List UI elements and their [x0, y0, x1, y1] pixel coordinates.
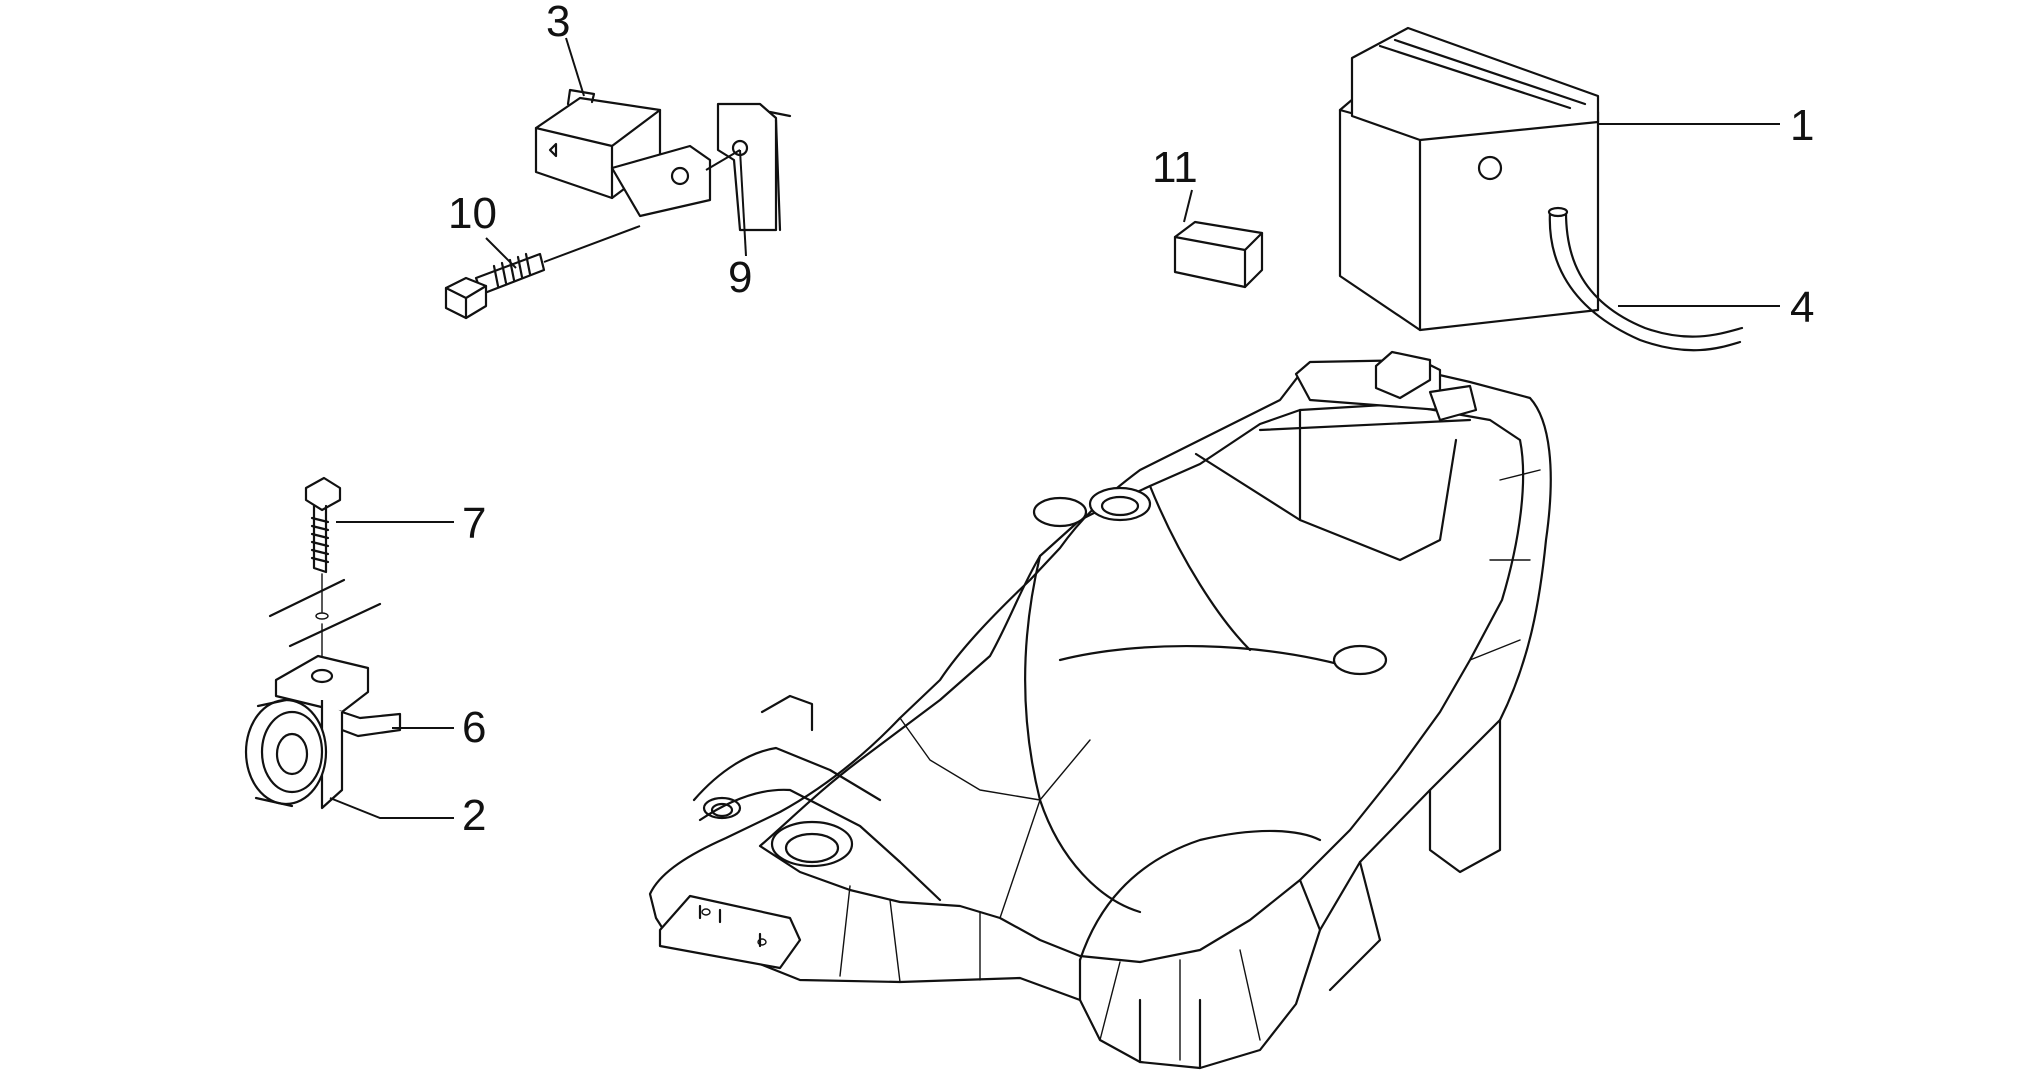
- helmet-compartment: [648, 350, 1552, 1070]
- callout-11: 11: [1152, 143, 1198, 192]
- leader-11: [1183, 189, 1193, 223]
- callout-6: 6: [462, 703, 487, 752]
- callout-1: 1: [1790, 101, 1815, 150]
- leader-3: [565, 37, 585, 97]
- callout-2: 2: [462, 791, 487, 840]
- callout-3: 3: [546, 0, 571, 46]
- screw: [304, 476, 342, 613]
- callout-7: 7: [462, 499, 487, 548]
- rubber-pad: [1173, 220, 1264, 289]
- leader-2: [329, 797, 454, 819]
- panel-section: [268, 578, 382, 657]
- horn-assembly: [244, 654, 402, 810]
- callout-10: 10: [448, 189, 497, 238]
- callout-9: 9: [728, 253, 753, 302]
- relay-assembly: [444, 88, 792, 320]
- leader-10: [485, 237, 517, 269]
- battery: [1338, 26, 1744, 352]
- leader-9: [739, 149, 747, 257]
- leader-lines: [329, 37, 1780, 819]
- callout-4: 4: [1790, 283, 1815, 332]
